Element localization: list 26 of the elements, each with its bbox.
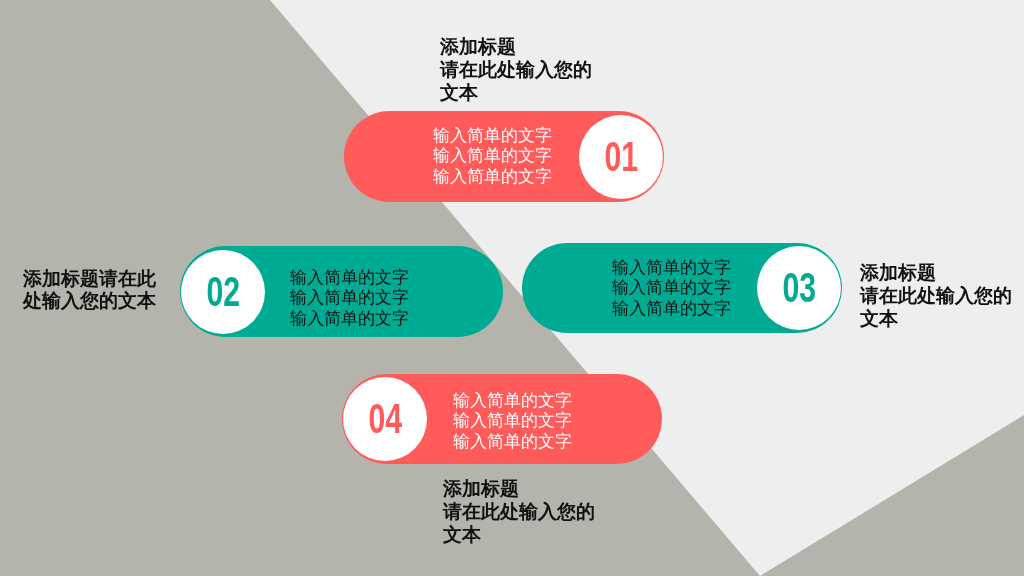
title-text: 添加标题 [440, 35, 517, 58]
body-text: 输入简单的文字 [433, 165, 552, 186]
step-number: 01 [604, 135, 638, 178]
body-text: 输入简单的文字 [290, 266, 409, 287]
step-number: 04 [368, 398, 402, 440]
body-text: 输入简单的文字 [290, 287, 409, 308]
body-text: 输入简单的文字 [612, 256, 731, 277]
body-text: 输入简单的文字 [433, 145, 552, 166]
number-circle [757, 246, 841, 330]
body-text: 输入简单的文字 [453, 410, 572, 431]
description-text: 添加标题请在此处输入您的文本 [23, 267, 157, 312]
description-text: 请在此处输入您的文本 [443, 499, 596, 546]
description-text: 请在此处输入您的文本 [860, 283, 1013, 330]
step-number: 02 [206, 270, 240, 313]
body-text: 输入简单的文字 [433, 124, 552, 145]
body-text: 输入简单的文字 [612, 297, 731, 318]
body-text: 输入简单的文字 [453, 389, 572, 410]
body-text: 输入简单的文字 [453, 430, 572, 451]
step-pill [342, 374, 662, 464]
title-text: 添加标题 [860, 260, 937, 284]
step-number: 03 [782, 267, 816, 309]
number-circle [343, 377, 427, 461]
body-text: 输入简单的文字 [290, 307, 409, 328]
description-text: 请在此处输入您的文本 [440, 58, 593, 104]
body-text: 输入简单的文字 [612, 277, 731, 298]
title-text: 添加标题 [443, 476, 520, 500]
